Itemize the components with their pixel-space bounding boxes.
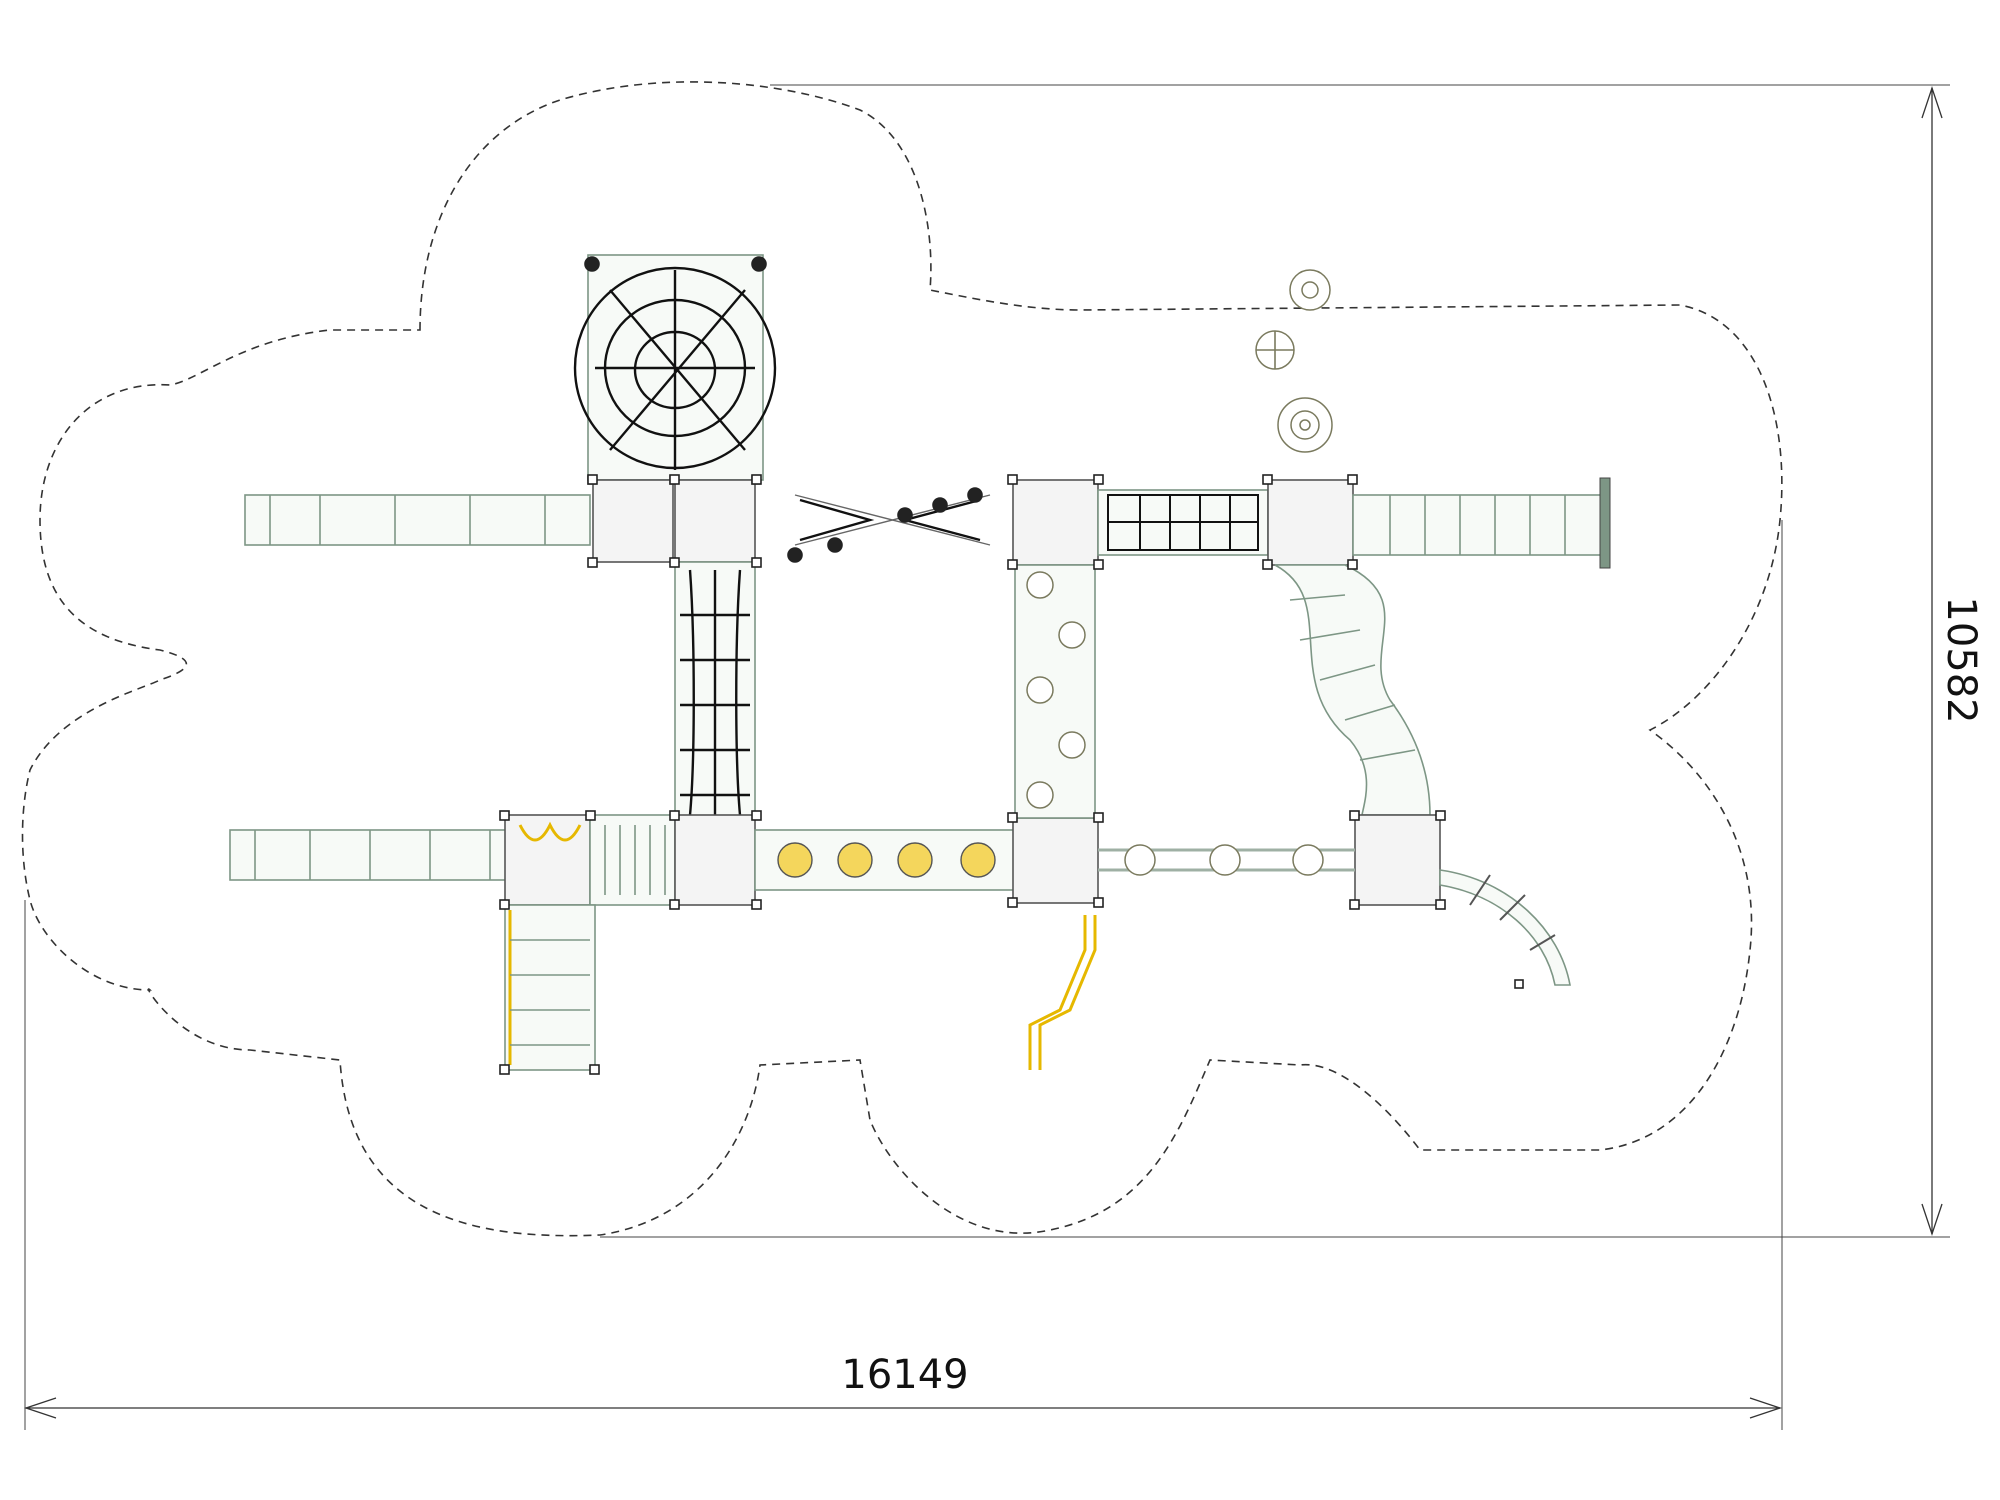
slide-lower-left: [229, 829, 511, 881]
slide-upper-left: [244, 494, 591, 546]
disc-climber-vertical: [1014, 564, 1096, 819]
deck-right-upper: [1267, 479, 1354, 566]
vertical-net-tunnel: [674, 561, 756, 821]
disc-bridge-green: [1098, 844, 1355, 876]
ladder-lower-left: [504, 904, 596, 1071]
width-dimension-label: 16149: [841, 1352, 968, 1398]
crossed-rope-bridge: [787, 487, 991, 563]
width-arrow-left: [23, 1397, 57, 1419]
height-arrow-bottom: [1921, 1203, 1943, 1237]
ladder-bridge-black: [1097, 489, 1269, 556]
disc-bridge-yellow: [754, 829, 1016, 891]
height-arrow-top: [1921, 85, 1943, 119]
slide-upper-right: [1352, 477, 1611, 569]
grated-step-panel: [589, 814, 676, 906]
height-dimension-label: 10582: [1938, 596, 1984, 723]
yellow-climbing-pole: [1028, 915, 1097, 1070]
width-arrow-right: [1749, 1397, 1783, 1419]
deck-upper-2: [674, 475, 761, 563]
deck-upper-1: [587, 475, 679, 563]
deck-lower-2: [674, 814, 756, 906]
spider-net-climber: [573, 254, 777, 481]
stepping-stones: [1255, 269, 1333, 453]
posts: [499, 474, 1446, 1075]
curved-balance-beam: [1439, 869, 1571, 989]
curved-ladder: [1274, 564, 1431, 816]
deck-lower-1: [504, 814, 591, 906]
deck-right-lower: [1354, 814, 1441, 906]
deck-mid-lower: [1012, 817, 1099, 904]
safety-zone-outline: [21, 81, 1783, 1237]
deck-mid-upper: [1012, 479, 1099, 566]
